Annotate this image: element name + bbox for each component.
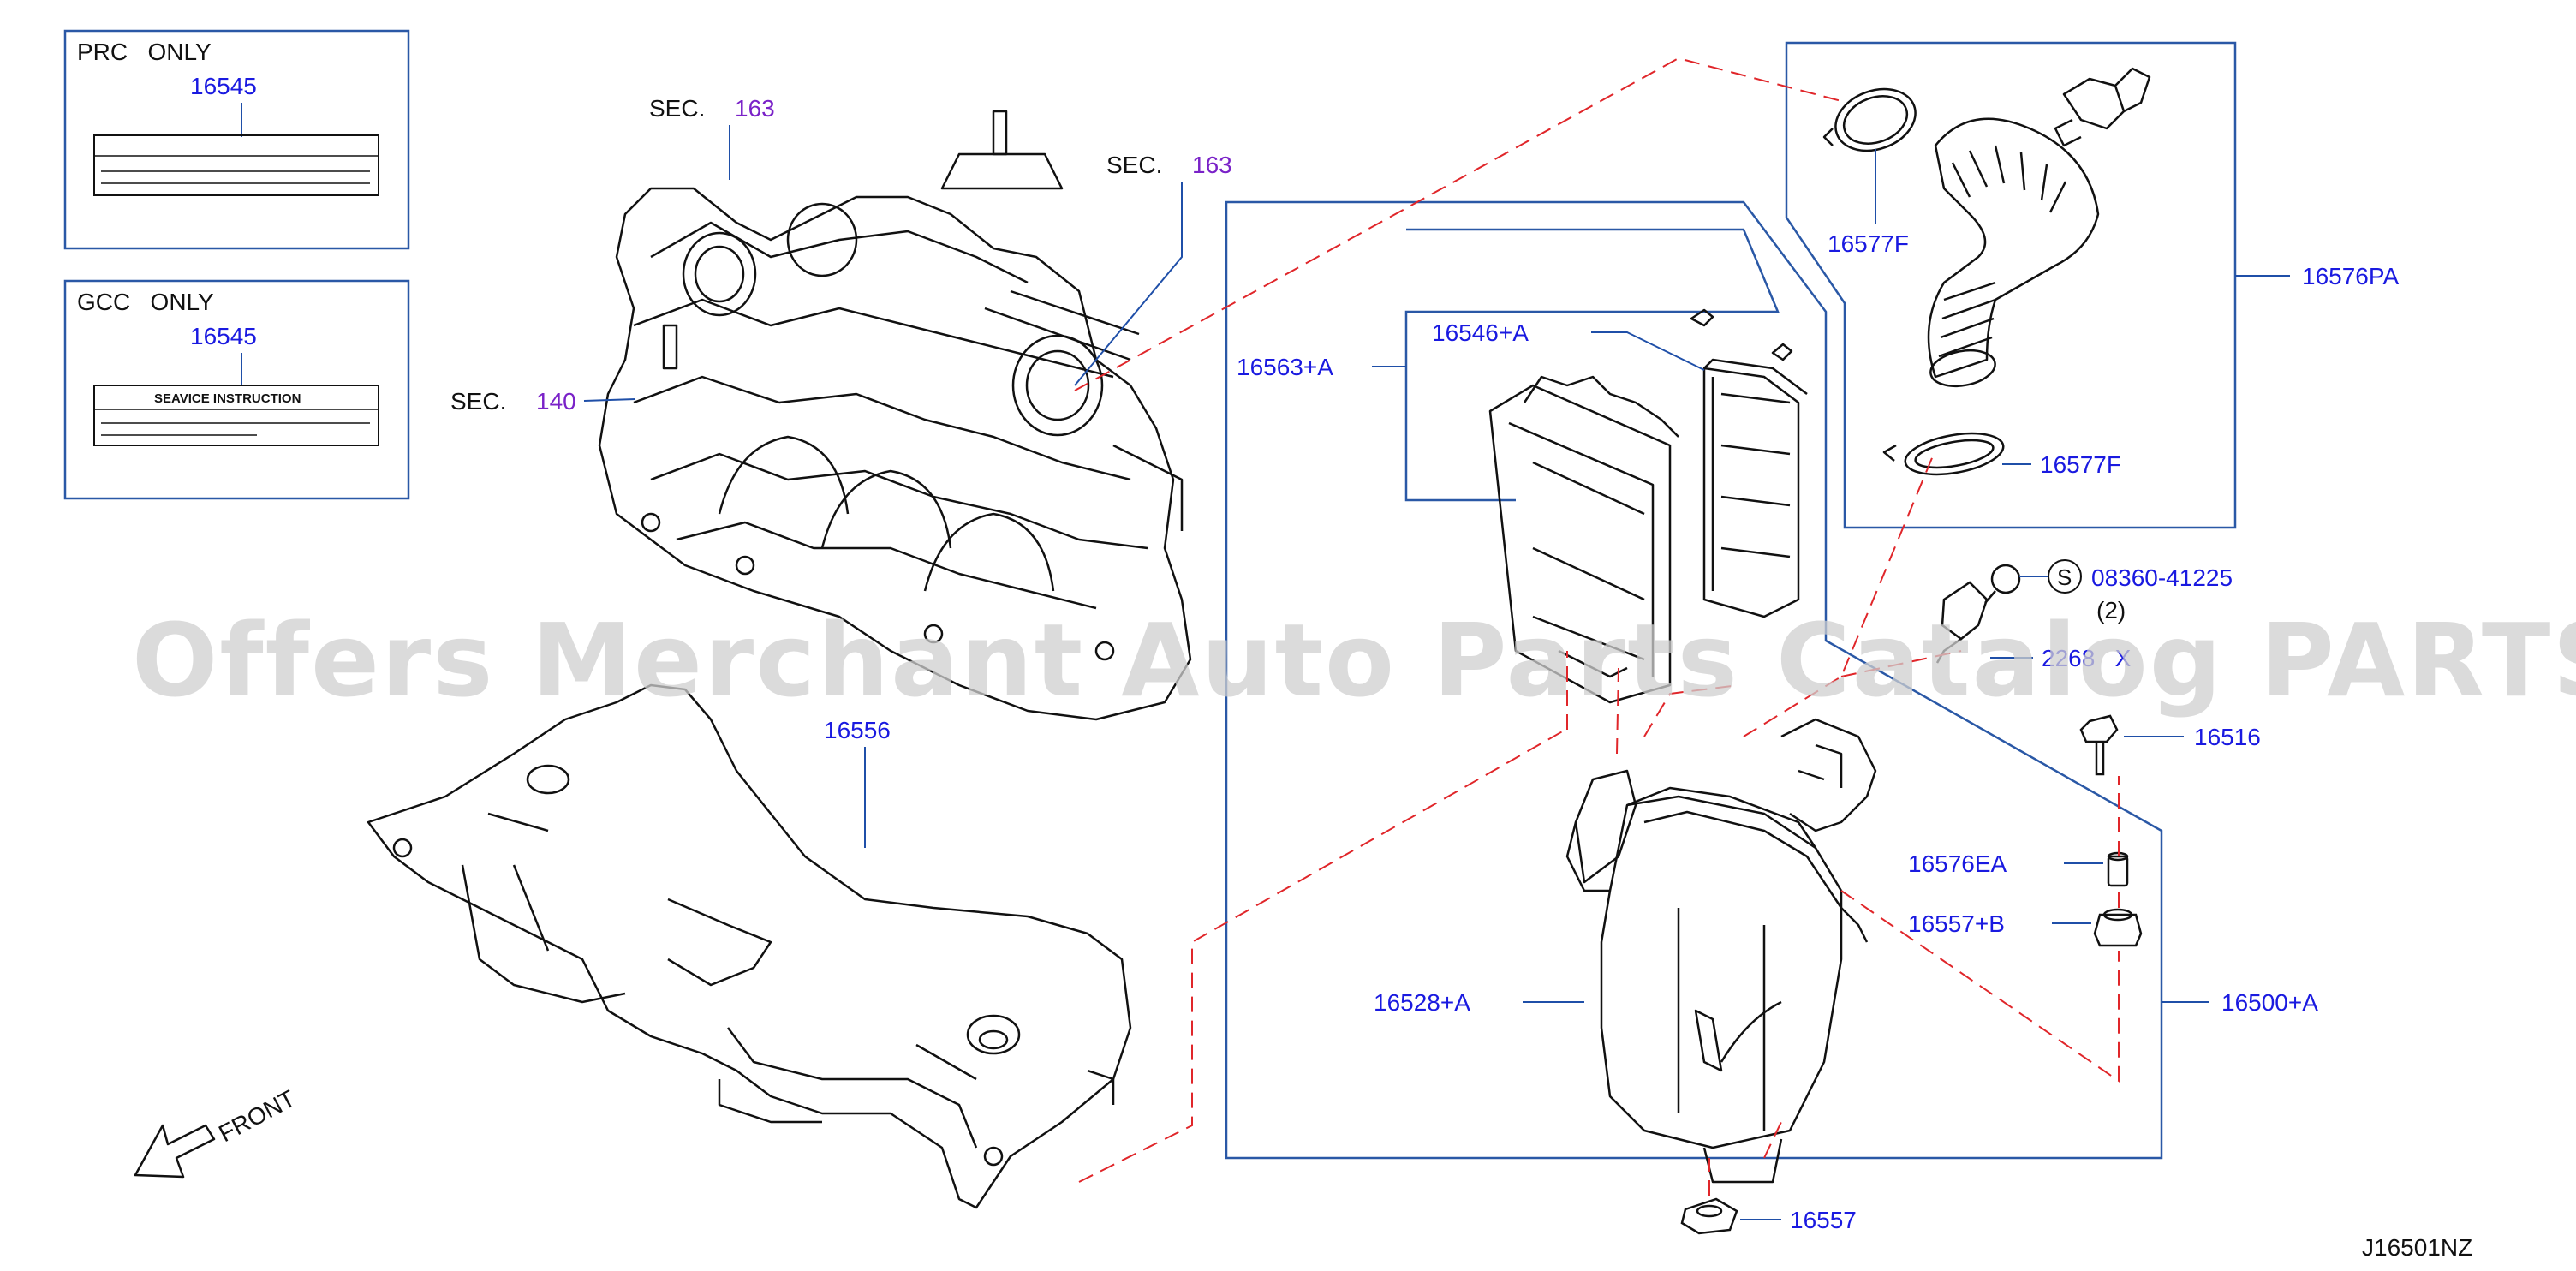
section-callout-140: SEC. 140 bbox=[450, 388, 636, 415]
inset-gcc-only: GCC ONLY 16545 SEAVICE INSTRUCTION bbox=[63, 279, 410, 500]
part-number[interactable]: 16557 bbox=[1790, 1207, 1857, 1233]
sec-number[interactable]: 140 bbox=[536, 388, 576, 415]
section-callout-163-a: SEC. 163 bbox=[649, 95, 775, 180]
part-callout-16546A: 16546+A bbox=[1432, 319, 1705, 371]
section-callout-163-b: SEC. 163 bbox=[1074, 152, 1232, 386]
air-cleaner-assembly-box bbox=[1225, 200, 2163, 1160]
part-callout-16557: 16557 bbox=[1740, 1207, 1857, 1233]
part-number[interactable]: 16516 bbox=[2194, 724, 2261, 750]
part-callout-16556: 16556 bbox=[824, 717, 891, 848]
part-number[interactable]: 08360-41225 bbox=[2091, 564, 2233, 591]
part-number[interactable]: 16557+B bbox=[1908, 910, 2005, 937]
inset-prc-only: PRC ONLY 16545 bbox=[63, 29, 410, 250]
filter-subbox bbox=[1404, 228, 1780, 502]
sec-number[interactable]: 163 bbox=[735, 95, 775, 122]
sec-label: SEC. bbox=[1106, 152, 1162, 178]
sec-label: SEC. bbox=[649, 95, 705, 122]
diagram-code: J16501NZ bbox=[2362, 1234, 2472, 1261]
gcc-label-sticker bbox=[93, 385, 379, 446]
inset-prc-title: PRC ONLY bbox=[77, 39, 212, 65]
part-callout-16576PA: 16576PA bbox=[2235, 263, 2399, 289]
part-callout-16577F-bottom: 16577F bbox=[2002, 451, 2121, 478]
front-label: FRONT bbox=[214, 1085, 300, 1148]
part-number[interactable]: 16556 bbox=[824, 717, 891, 743]
filter-bracket-drawing bbox=[1488, 308, 1808, 704]
air-cleaner-housing-drawing bbox=[1565, 718, 1877, 1184]
part-callout-16576EA: 16576EA bbox=[1908, 850, 2103, 877]
part-number[interactable]: 16577F bbox=[2040, 451, 2121, 478]
part-number[interactable]: 16576PA bbox=[2302, 263, 2399, 289]
air-duct-16556-drawing bbox=[367, 683, 1132, 1209]
part-number[interactable]: 16576EA bbox=[1908, 850, 2007, 877]
sec-number[interactable]: 163 bbox=[1192, 152, 1232, 178]
s-marker: S bbox=[2057, 564, 2072, 590]
part-number[interactable]: 16546+A bbox=[1432, 319, 1529, 346]
assembly-relation-dashes bbox=[1074, 57, 2120, 1196]
sensor-and-screw-drawing bbox=[1935, 564, 2021, 664]
gcc-label-text: SEAVICE INSTRUCTION bbox=[154, 391, 301, 406]
front-arrow-icon bbox=[134, 1124, 216, 1179]
intake-hose-drawing bbox=[1822, 67, 2151, 476]
front-direction-indicator: FRONT bbox=[134, 1085, 300, 1179]
hose-assembly-box bbox=[1785, 41, 2237, 529]
intake-manifold-drawing bbox=[598, 110, 1192, 721]
part-callout-16516: 16516 bbox=[2124, 724, 2261, 750]
part-callout-2268X: 2268 X bbox=[1990, 645, 2132, 671]
watermark-text: Offers Merchant Auto Parts Catalog PARTS… bbox=[132, 601, 2576, 719]
part-callout-16528A: 16528+A bbox=[1374, 989, 1584, 1016]
part-number[interactable]: 16528+A bbox=[1374, 989, 1470, 1016]
part-callout-16500A: 16500+A bbox=[2162, 989, 2318, 1016]
part-number[interactable]: 16563+A bbox=[1237, 354, 1333, 380]
part-number[interactable]: 16577F bbox=[1828, 230, 1909, 257]
inset-prc-part[interactable]: 16545 bbox=[190, 73, 257, 99]
part-callout-08360-41225: S 08360-41225 (2) bbox=[2019, 559, 2233, 624]
part-callout-16563A: 16563+A bbox=[1237, 354, 1406, 380]
part-number[interactable]: 2268 X bbox=[2042, 645, 2132, 671]
part-callout-16577F-top: 16577F bbox=[1828, 149, 1909, 257]
quantity: (2) bbox=[2096, 597, 2126, 624]
prc-label-sticker bbox=[93, 134, 379, 196]
inset-gcc-title: GCC ONLY bbox=[77, 289, 214, 315]
hardware-stack-drawing bbox=[1680, 714, 2143, 1235]
part-callout-16557B: 16557+B bbox=[1908, 910, 2091, 937]
part-number[interactable]: 16500+A bbox=[2221, 989, 2318, 1016]
sec-label: SEC. bbox=[450, 388, 506, 415]
inset-gcc-part[interactable]: 16545 bbox=[190, 323, 257, 349]
